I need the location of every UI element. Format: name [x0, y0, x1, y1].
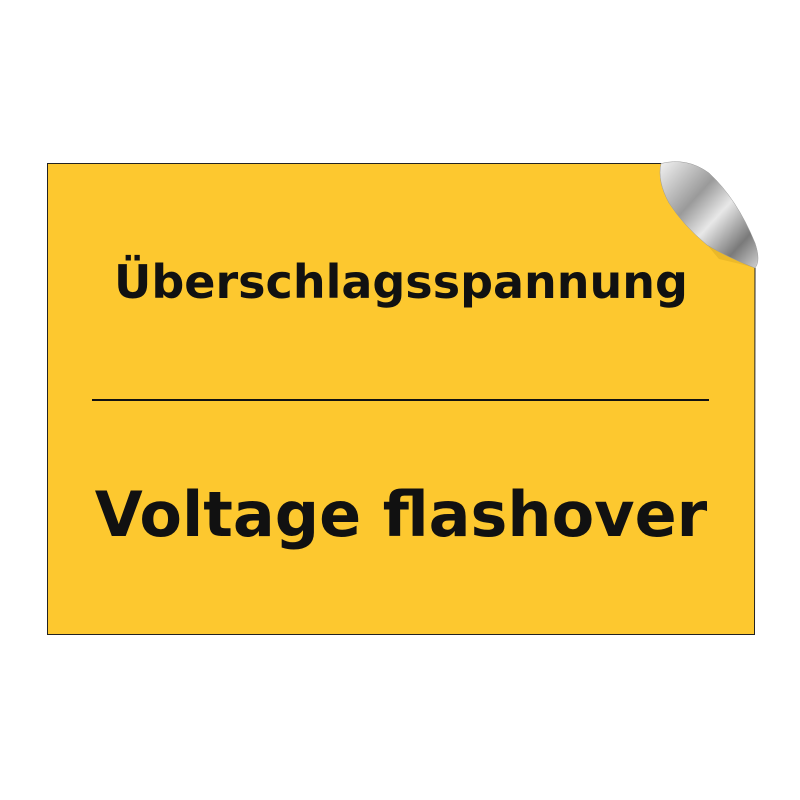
- german-label: Überschlagsspannung: [114, 255, 688, 309]
- english-label: Voltage flashover: [94, 478, 708, 551]
- divider-line: [92, 399, 709, 401]
- sticker-sign: Überschlagsspannung Voltage flashover: [47, 161, 759, 635]
- peeled-sticker-corner-icon: [659, 161, 759, 269]
